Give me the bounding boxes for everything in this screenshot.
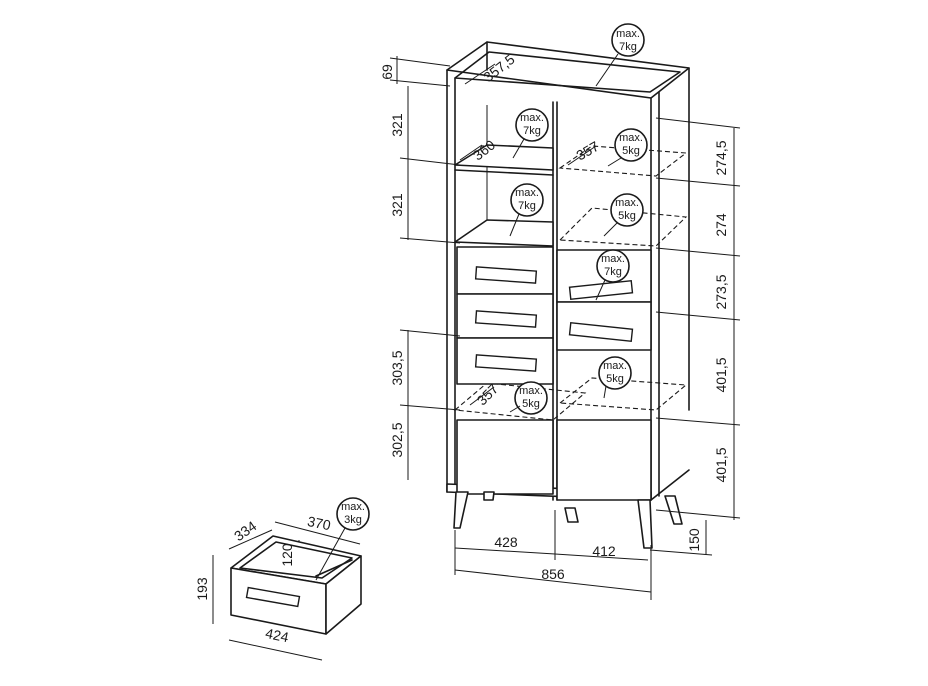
dim-right-5: 401,5 [713, 447, 729, 482]
badge-drawer-detail: max. 3kg [315, 497, 370, 581]
dim-right-3: 273,5 [713, 274, 729, 309]
badge-line2: 7kg [518, 200, 536, 212]
badge-line1: max. [341, 501, 365, 513]
dim-drawer-height: 193 [194, 577, 210, 601]
badge-line1: max. [603, 360, 627, 372]
badge-line2: 7kg [604, 266, 622, 278]
cabinet [446, 41, 690, 549]
badge-line2: 5kg [606, 373, 624, 385]
dim-right-4: 401,5 [713, 357, 729, 392]
dim-left-lower-2: 302,5 [389, 422, 405, 457]
dim-drawer-width: 424 [264, 625, 290, 646]
dim-right-shelf-depth: 357 [573, 138, 601, 164]
dim-drawer-depth: 334 [231, 518, 259, 545]
badge-lower-left-shelf: max. 5kg [509, 381, 548, 415]
dim-width-left: 428 [494, 534, 518, 550]
badge-upper-left-shelf: max. 7kg [512, 108, 549, 159]
badge-lower-right-shelf: max. 5kg [598, 356, 632, 399]
badge-line2: 5kg [618, 210, 636, 222]
badge-line2: 5kg [522, 398, 540, 410]
dim-drawer-inner-height: 120 [279, 543, 295, 567]
badge-line1: max. [616, 28, 640, 40]
dim-right-1: 274,5 [713, 140, 729, 175]
badge-line2: 3kg [344, 514, 362, 526]
badge-top: max. 7kg [595, 23, 645, 87]
badge-upper-right-shelf: max. 5kg [607, 128, 648, 167]
badge-line1: max. [519, 385, 543, 397]
dim-left-shelf-1: 321 [389, 113, 405, 137]
dim-width-total: 856 [541, 566, 565, 582]
dim-leg-height: 150 [686, 528, 702, 552]
badge-line1: max. [615, 197, 639, 209]
badge-line2: 5kg [622, 145, 640, 157]
badge-line1: max. [520, 112, 544, 124]
weight-badges: max. 7kg max. 7kg max. 5kg max. 7kg max.… [315, 23, 648, 581]
badge-line2: 7kg [523, 125, 541, 137]
dim-left-shelf-2: 321 [389, 193, 405, 217]
badge-line2: 7kg [619, 41, 637, 53]
badge-mid-left-shelf: max. 7kg [509, 183, 544, 237]
badge-line1: max. [601, 253, 625, 265]
dim-drawer-inner-width: 370 [306, 513, 332, 534]
badge-line1: max. [515, 187, 539, 199]
drawer-detail [230, 535, 362, 635]
dim-right-2: 274 [713, 213, 729, 237]
dimension-lines [212, 56, 741, 661]
badge-mid-right-shelf: max. 5kg [603, 193, 644, 237]
badge-line1: max. [619, 132, 643, 144]
dim-top-height: 69 [379, 64, 395, 80]
dim-width-right: 412 [592, 543, 616, 559]
badge-right-drawer: max. 7kg [595, 249, 630, 301]
dim-left-lower-1: 303,5 [389, 350, 405, 385]
